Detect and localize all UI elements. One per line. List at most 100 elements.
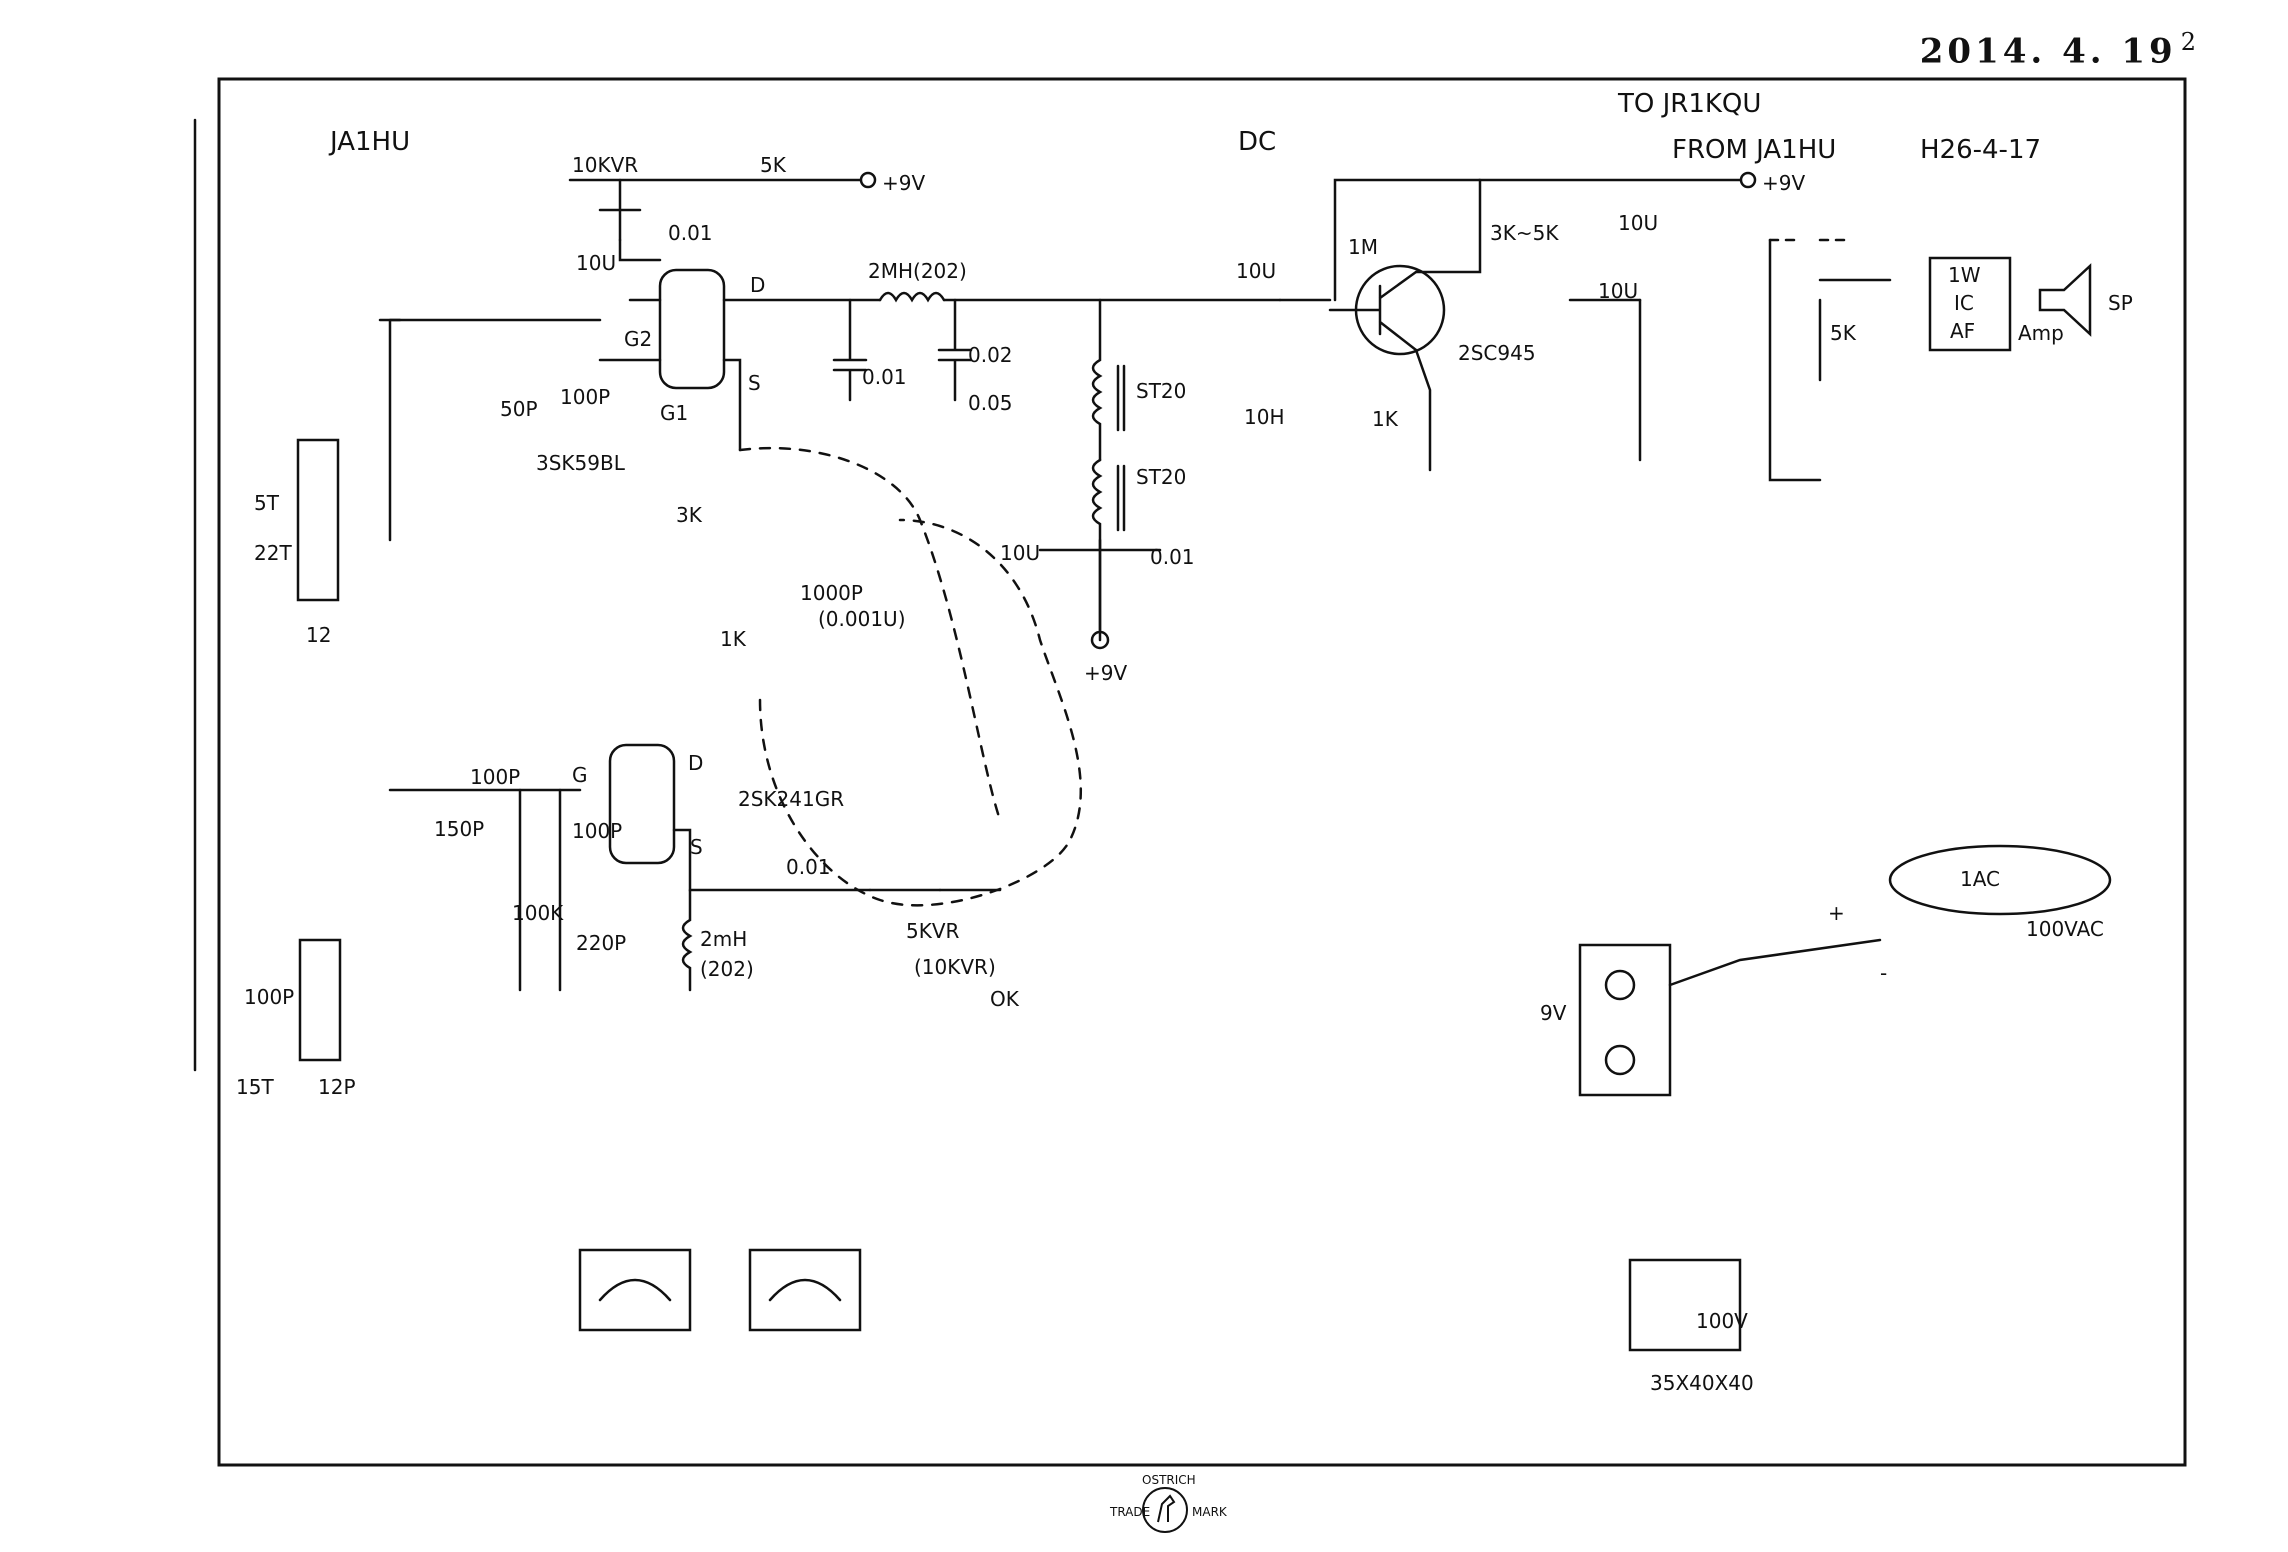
terminal-minus bbox=[1604, 1044, 1636, 1076]
label-s1: S bbox=[748, 371, 761, 395]
battery-terminal-box bbox=[1578, 943, 1672, 1097]
label-amp-ic: IC bbox=[1954, 291, 1974, 315]
label-dim-box: 35X40X40 bbox=[1650, 1371, 1754, 1395]
label-rfc1: 2MH(202) bbox=[868, 259, 967, 283]
meter-needles bbox=[598, 1278, 842, 1302]
label-12p: 12P bbox=[318, 1075, 356, 1099]
label-g2: G2 bbox=[624, 327, 652, 351]
label-001-b: 0.01 bbox=[862, 365, 907, 389]
label-1k: 1K bbox=[1372, 407, 1399, 431]
label-10u-d: 10U bbox=[1618, 211, 1658, 235]
wire-collector bbox=[1414, 178, 1742, 274]
label-100k: 100K bbox=[512, 901, 564, 925]
label-100vac: 100VAC bbox=[2026, 917, 2104, 941]
amp-ic-box bbox=[1928, 256, 2012, 352]
fet1-source-wire bbox=[722, 358, 742, 452]
wire-to-fet1 bbox=[618, 238, 662, 262]
label-002: 0.02 bbox=[968, 343, 1013, 367]
label-100p-c: 100P bbox=[572, 819, 622, 843]
label-st20-b: ST20 bbox=[1136, 465, 1186, 489]
label-100p-d: 100P bbox=[244, 985, 294, 1009]
label-3k: 3K bbox=[676, 503, 703, 527]
ac-adapter bbox=[1888, 844, 2112, 916]
label-10kvr-lower: (10KVR) bbox=[914, 955, 996, 979]
wire-vr-drop bbox=[598, 178, 642, 242]
label-amp: Amp bbox=[2018, 321, 2064, 345]
st20-cores bbox=[1116, 364, 1126, 532]
label-d1: D bbox=[750, 273, 765, 297]
label-9v-batt: 9V bbox=[1540, 1001, 1567, 1025]
title-dc: DC bbox=[1238, 127, 1276, 157]
wire-adapter bbox=[1668, 938, 1882, 987]
title-prefix: JA1HU bbox=[328, 127, 410, 157]
fet1-symbol bbox=[658, 268, 726, 390]
st20-coil-a bbox=[1091, 298, 1103, 462]
label-3k5k: 3K~5K bbox=[1490, 221, 1559, 245]
label-rfc2b: (202) bbox=[700, 957, 754, 981]
coil-form-left bbox=[296, 438, 340, 602]
label-9v-right: +9V bbox=[1762, 171, 1805, 195]
label-fet1: 3SK59BL bbox=[536, 451, 626, 475]
label-fet2: 2SK241GR bbox=[738, 787, 844, 811]
to-line: TO JR1KQU bbox=[1617, 89, 1761, 119]
svg-text:OSTRICH: OSTRICH bbox=[1142, 1473, 1196, 1487]
label-001-c: 0.01 bbox=[1150, 545, 1195, 569]
terminal-9v-mid bbox=[1090, 630, 1110, 650]
label-005: 0.05 bbox=[968, 391, 1013, 415]
label-s-2: S bbox=[690, 835, 703, 859]
label-15t: 15T bbox=[236, 1075, 274, 1099]
label-rfc2: 2mH bbox=[700, 927, 747, 951]
label-dim-12: 12 bbox=[306, 623, 331, 647]
meter-left bbox=[578, 1248, 692, 1332]
label-9v-top: +9V bbox=[882, 171, 925, 195]
label-sp: SP bbox=[2108, 291, 2133, 315]
label-0001u: (0.001U) bbox=[818, 607, 906, 631]
label-ok: OK bbox=[990, 987, 1020, 1011]
label-1k-b: 1K bbox=[720, 627, 747, 651]
fet1-gates bbox=[598, 298, 662, 362]
cap-002 bbox=[937, 298, 973, 402]
label-amp-af: AF bbox=[1950, 319, 1975, 343]
label-st20-a: ST20 bbox=[1136, 379, 1186, 403]
amp-line-right bbox=[1768, 238, 1822, 482]
label-100p: 100P bbox=[560, 385, 610, 409]
transformer-sketch bbox=[1628, 1258, 1742, 1352]
fet2-symbol bbox=[608, 743, 676, 865]
terminal-plus bbox=[1604, 969, 1636, 1001]
date-text: 2014. 4. 19 bbox=[1919, 31, 2177, 72]
wire-emitter bbox=[1414, 348, 1432, 472]
label-10kvr: 10KVR bbox=[572, 153, 638, 177]
label-2sc945: 2SC945 bbox=[1458, 341, 1536, 365]
label-1000p: 1000P bbox=[800, 581, 863, 605]
label-150p: 150P bbox=[434, 817, 484, 841]
terminal-9v-right bbox=[1739, 171, 1757, 189]
meter-right bbox=[748, 1248, 862, 1332]
label-100p-b: 100P bbox=[470, 765, 520, 789]
drawing-frame bbox=[217, 77, 2187, 1467]
rfc2-coil bbox=[681, 888, 693, 992]
label-g1: G1 bbox=[660, 401, 688, 425]
label-d-2: D bbox=[688, 751, 703, 775]
label-9v-mid: +9V bbox=[1084, 661, 1127, 685]
label-001-d: 0.01 bbox=[786, 855, 831, 879]
label-5k: 5K bbox=[760, 153, 787, 177]
label-plus: + bbox=[1828, 901, 1845, 925]
label-1m: 1M bbox=[1348, 235, 1378, 259]
r-1m bbox=[1333, 178, 1482, 302]
label-1ac: 1AC bbox=[1960, 867, 2000, 891]
shield-dashed-b bbox=[758, 518, 1083, 907]
shield-dashed-a bbox=[738, 446, 1002, 822]
label-g-2: G bbox=[572, 763, 588, 787]
svg-text:TRADE: TRADE bbox=[1109, 1505, 1150, 1519]
label-220p: 220P bbox=[576, 931, 626, 955]
fet2-source-wire bbox=[672, 828, 872, 892]
page-number: 2 bbox=[2180, 28, 2200, 56]
label-minus: - bbox=[1880, 961, 1887, 985]
label-10u-b: 10U bbox=[1000, 541, 1040, 565]
cap-001-b bbox=[832, 298, 868, 402]
label-5kvr: 5KVR bbox=[906, 919, 960, 943]
antenna bbox=[378, 318, 402, 542]
label-5k-right: 5K bbox=[1830, 321, 1857, 345]
